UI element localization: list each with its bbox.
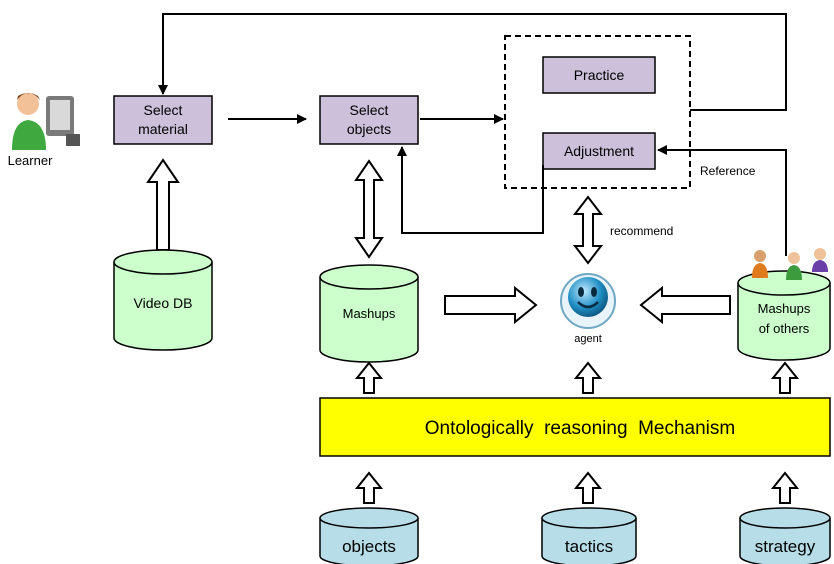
agent-icon (560, 273, 616, 329)
objects-cylinder: objects (319, 507, 419, 564)
mashups-objects-double-arrow (354, 159, 384, 259)
objects-to-mechanism-arrow (354, 471, 384, 504)
select-material-label-2: material (138, 121, 188, 137)
practice-label: Practice (574, 67, 625, 83)
videodb-up-arrow (146, 158, 180, 251)
feedback-loop-arrow (158, 13, 787, 111)
mashups-label: Mashups (343, 306, 396, 321)
mechanism-to-agent-arrow (573, 361, 603, 394)
select-objects-box: Select objects (319, 95, 419, 145)
adjustment-box: Adjustment (542, 132, 656, 170)
reference-label: Reference (700, 164, 756, 178)
practice-group-border (504, 35, 691, 189)
tactics-cylinder: tactics (541, 507, 637, 564)
mashups-cylinder: Mashups (319, 264, 419, 363)
adjustment-label: Adjustment (564, 143, 634, 159)
select-material-box: Select material (113, 95, 213, 145)
recommend-label: recommend (610, 224, 673, 238)
people-icon (752, 248, 828, 280)
learner-icon (12, 93, 80, 150)
tactics-to-mechanism-arrow (573, 471, 603, 504)
strategy-cylinder: strategy (739, 507, 831, 564)
strategy-label: strategy (755, 537, 816, 556)
recommend-double-arrow (572, 195, 604, 265)
adjustment-to-objects-arrow (397, 146, 544, 234)
select-material-label-1: Select (144, 102, 183, 118)
practice-box: Practice (542, 56, 656, 94)
learner-label: Learner (8, 153, 53, 168)
strategy-to-mechanism-arrow (770, 471, 800, 504)
reference-arrow (657, 145, 787, 256)
agent-label: agent (574, 333, 602, 345)
mechanism-label: Ontologically reasoning Mechanism (425, 418, 736, 439)
mashups-others-label-2: of others (759, 321, 810, 336)
others-to-agent-arrow (639, 285, 731, 325)
mashups-others-label-1: Mashups (758, 301, 811, 316)
mashups-others-cylinder: Mashups of others (737, 270, 831, 361)
mashups-to-agent-arrow (444, 285, 538, 325)
tactics-label: tactics (565, 537, 613, 556)
videodb-label: Video DB (134, 295, 193, 311)
select-objects-label-2: objects (347, 121, 391, 137)
videodb-cylinder: Video DB (113, 249, 213, 351)
select-objects-label-1: Select (350, 102, 389, 118)
objects-label: objects (342, 537, 396, 556)
mechanism-to-mashups-arrow (354, 361, 384, 394)
mechanism-to-others-arrow (770, 361, 800, 394)
mechanism-bar: Ontologically reasoning Mechanism (319, 397, 831, 457)
